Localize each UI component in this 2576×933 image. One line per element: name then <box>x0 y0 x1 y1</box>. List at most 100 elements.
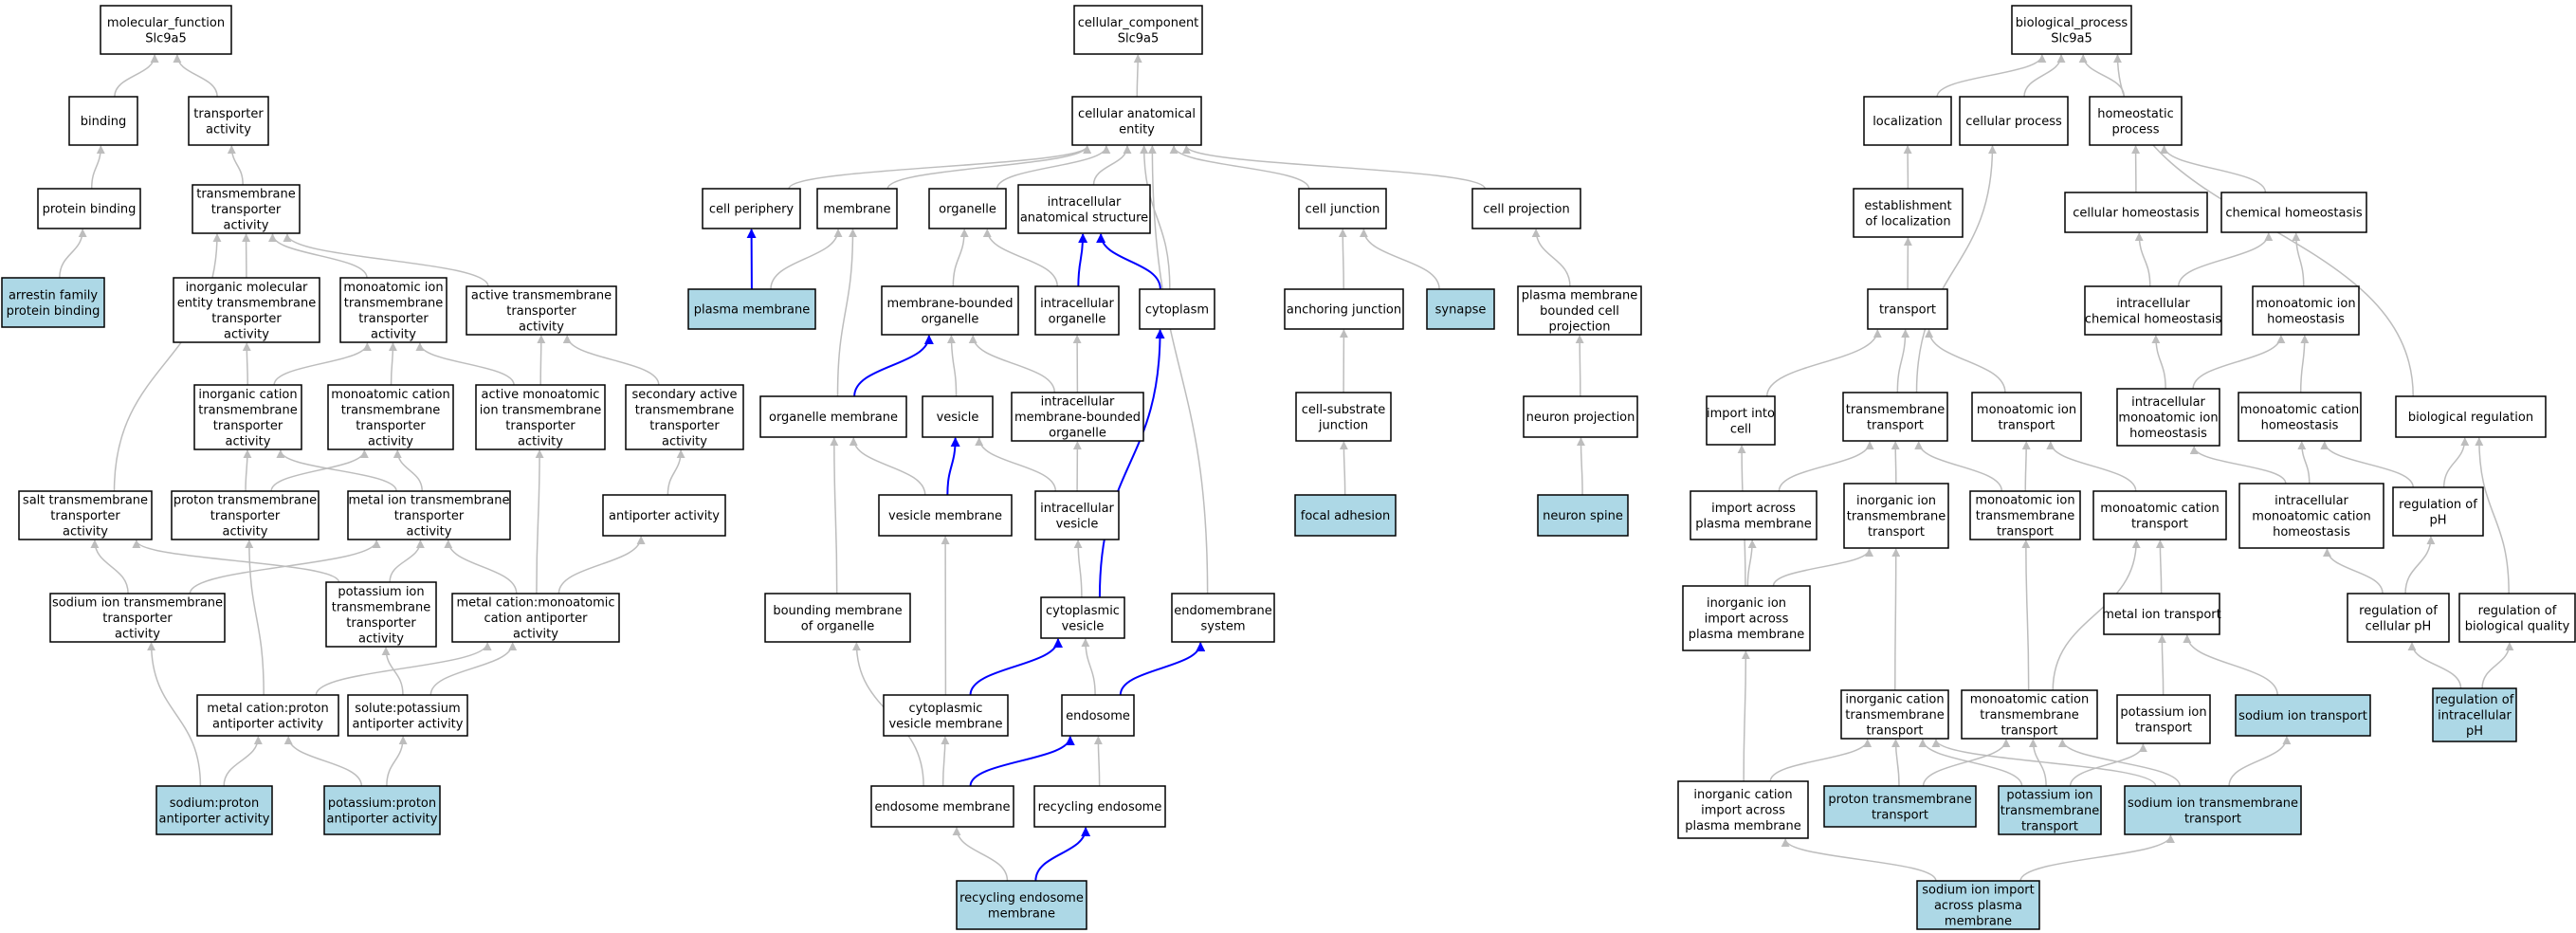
node-label-line: Slc9a5 <box>1118 31 1160 46</box>
edge-endosome_membrane-to-cyto_vesicle_membrane <box>941 736 950 787</box>
node-box <box>155 785 273 835</box>
node-transport[interactable]: transport <box>1867 288 1948 330</box>
node-anchoring-junction[interactable]: anchoring junction <box>1284 288 1404 330</box>
node-endosome[interactable]: endosome <box>1061 694 1135 737</box>
node-binding[interactable]: binding <box>68 96 138 146</box>
node-monoatomic-cation-tm[interactable]: monoatomic cationtransmembranetransporte… <box>327 384 454 450</box>
node-potassium-ion-tm-act[interactable]: potassium iontransmembranetransporteract… <box>325 581 437 648</box>
node-cell-junction[interactable]: cell junction <box>1298 188 1387 229</box>
node-metal-ion-tm[interactable]: metal ion transmembranetransporteractivi… <box>347 490 511 540</box>
node-cellular-process[interactable]: cellular process <box>1959 96 2069 146</box>
node-organelle[interactable]: organelle <box>928 188 1007 229</box>
node-biological-regulation[interactable]: biological regulation <box>2395 395 2547 438</box>
node-neuron-spine[interactable]: neuron spine <box>1537 494 1629 537</box>
edge-sodium_ion_tm_transport-to-monoatomic_cation_tm_transport <box>2057 739 2181 787</box>
node-recycling-endosome[interactable]: recycling endosome <box>1033 785 1166 828</box>
node-cellular-homeostasis[interactable]: cellular homeostasis <box>2064 192 2208 233</box>
node-focal-adhesion[interactable]: focal adhesion <box>1294 494 1397 537</box>
node-inorg-cation-tm[interactable]: inorganic cationtransmembranetransporter… <box>193 384 302 450</box>
node-label-line: transmembrane <box>1980 708 2079 723</box>
node-protein-binding[interactable]: protein binding <box>37 188 141 229</box>
node-sodium-ion-transport[interactable]: sodium ion transport <box>2235 694 2371 737</box>
node-label-line: endosome membrane <box>874 800 1010 814</box>
node-localization[interactable]: localization <box>1863 96 1952 146</box>
node-vesicle[interactable]: vesicle <box>922 395 994 438</box>
node-membrane[interactable]: membrane <box>816 188 898 229</box>
node-endosome-membrane[interactable]: endosome membrane <box>870 785 1014 828</box>
node-vesicle-membrane[interactable]: vesicle membrane <box>878 494 1013 537</box>
node-neuron-projection[interactable]: neuron projection <box>1523 395 1638 438</box>
node-chemical-homeostasis[interactable]: chemical homeostasis <box>2220 192 2367 233</box>
node-cytoplasm[interactable]: cytoplasm <box>1139 288 1215 330</box>
node-metal-ion-transport[interactable]: metal ion transport <box>2102 593 2221 635</box>
node-label-line: homeostasis <box>2261 418 2339 432</box>
node-organelle-membrane[interactable]: organelle membrane <box>759 395 907 438</box>
node-plasma-membrane[interactable]: plasma membrane <box>687 288 816 330</box>
node-synapse[interactable]: synapse <box>1426 288 1495 330</box>
node-sodium-ion-tm-act[interactable]: sodium ion transmembranetransporteractiv… <box>49 593 226 643</box>
node-monoatomic-ion-tm[interactable]: monoatomic iontransmembranetransporterac… <box>339 277 448 343</box>
node-cell-projection[interactable]: cell projection <box>1471 188 1581 229</box>
node-cell-periphery[interactable]: cell periphery <box>702 188 801 229</box>
node-antiporter[interactable]: antiporter activity <box>602 494 726 537</box>
edge-monoatomic_cation_tm_transport-to-monoatomic_ion_tm_transport <box>2021 540 2031 691</box>
node-secondary-active[interactable]: secondary activetransmembranetransporter… <box>625 384 744 450</box>
